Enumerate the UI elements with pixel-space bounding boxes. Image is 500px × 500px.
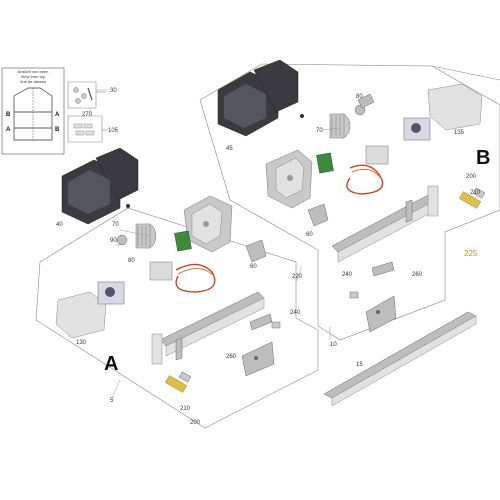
- top-view-inset: Ansicht von oben View from top Vue de de…: [1, 67, 65, 155]
- part-labels: 30 270 105 80 70 45 135 40 70 90 80 60 6…: [56, 88, 481, 426]
- label-240-right: 240: [342, 272, 353, 278]
- motor-b: [329, 93, 375, 139]
- label-210-right: 210: [470, 190, 481, 196]
- inset-left-a: A: [6, 127, 11, 133]
- control-board-b: [316, 145, 389, 195]
- label-220: 220: [292, 274, 303, 280]
- label-225: 225: [464, 249, 478, 258]
- label-270: 270: [82, 112, 93, 118]
- leader-lines: [89, 89, 361, 399]
- label-80-left: 80: [128, 258, 135, 264]
- label-80-top: 80: [356, 94, 363, 100]
- rail-15: [323, 311, 477, 407]
- label-200-left: 200: [190, 420, 201, 426]
- control-board-a: [149, 230, 216, 293]
- gland-210-left: [164, 371, 192, 393]
- drive-unit-b: [403, 83, 483, 141]
- label-130: 130: [76, 340, 87, 346]
- inset-caption-de: Ansicht von oben: [18, 69, 49, 74]
- label-60-left: 60: [250, 264, 257, 270]
- cover-a: [61, 147, 139, 225]
- label-40: 40: [56, 222, 63, 228]
- label-30: 30: [110, 88, 117, 94]
- label-60-top: 60: [306, 232, 313, 238]
- label-105: 105: [108, 128, 119, 134]
- label-90: 90: [110, 238, 117, 244]
- label-70-left: 70: [112, 222, 119, 228]
- label-240-left: 240: [290, 310, 301, 316]
- assembly-a-outline: [35, 207, 319, 429]
- inset-caption-fr: Vue de dessus: [20, 79, 46, 84]
- assembly-b-letter: B: [476, 147, 490, 169]
- assembly-b-outline: [199, 63, 500, 341]
- rail-b: [331, 185, 439, 263]
- screw-set-box: [67, 81, 106, 109]
- label-5: 5: [110, 398, 114, 404]
- motor-a: [116, 223, 157, 249]
- label-135: 135: [454, 130, 465, 136]
- label-210-left: 210: [180, 406, 191, 412]
- cover-b: [217, 59, 304, 137]
- gland-210-right: [458, 187, 486, 209]
- label-260-right: 260: [412, 272, 423, 278]
- hinge-plate-a: [241, 313, 281, 377]
- label-260-left: 260: [226, 354, 237, 360]
- hinge-plate-b: [349, 261, 397, 333]
- drive-unit-a: [55, 281, 125, 339]
- label-10: 10: [330, 342, 337, 348]
- label-200-right: 200: [466, 174, 477, 180]
- gearbox-b: [265, 149, 313, 209]
- label-15: 15: [356, 362, 363, 368]
- label-70-top: 70: [316, 128, 323, 134]
- inset-left-b: B: [6, 112, 11, 118]
- inset-right-b: B: [55, 127, 60, 133]
- gearbox-a: [183, 195, 233, 253]
- assembly-a-letter: A: [104, 353, 118, 375]
- inset-caption-en: View from top: [21, 74, 46, 79]
- rail-a: [151, 291, 265, 365]
- inset-right-a: A: [55, 112, 60, 118]
- bracket-60-left: [245, 239, 267, 263]
- clip-set-box: [67, 115, 106, 143]
- bracket-60-top: [307, 203, 329, 227]
- label-45: 45: [226, 146, 233, 152]
